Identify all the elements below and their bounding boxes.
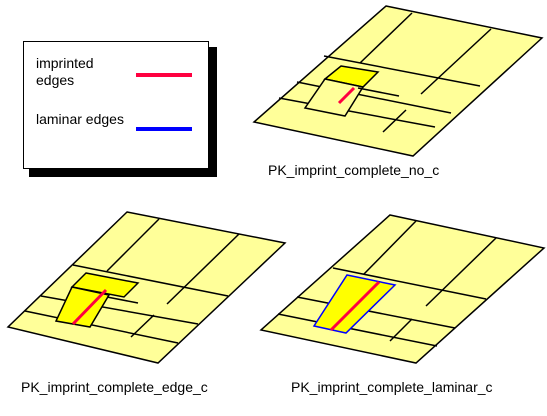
caption-laminar-c: PK_imprint_complete_laminar_c bbox=[291, 379, 493, 395]
caption-edge-c: PK_imprint_complete_edge_c bbox=[21, 379, 208, 395]
plate-laminar-c bbox=[259, 214, 546, 364]
highlight-region bbox=[70, 272, 140, 298]
face-edge bbox=[323, 55, 481, 87]
face-edge bbox=[389, 318, 413, 342]
face-edge bbox=[363, 220, 417, 275]
face-edge bbox=[106, 218, 160, 272]
face-edge bbox=[278, 97, 436, 128]
caption-no-c: PK_imprint_complete_no_c bbox=[268, 162, 440, 178]
face-edge bbox=[130, 314, 155, 338]
highlight-region bbox=[312, 274, 397, 334]
legend: imprinted edges laminar edges bbox=[23, 41, 209, 169]
face-edge bbox=[357, 87, 400, 97]
imprinted-edge bbox=[337, 86, 356, 105]
highlight-region bbox=[303, 78, 365, 117]
legend-swatch-imprinted bbox=[136, 73, 192, 77]
plate-outline bbox=[259, 214, 546, 364]
highlight-region bbox=[54, 286, 111, 328]
imprinted-edge bbox=[329, 280, 381, 332]
imprinted-edge bbox=[71, 288, 108, 326]
face-edge bbox=[24, 310, 179, 344]
legend-label-imprinted: imprinted edges bbox=[36, 55, 94, 88]
plate-outline bbox=[6, 211, 287, 364]
plate-outline bbox=[252, 5, 544, 157]
face-edge bbox=[359, 12, 413, 64]
legend-label-laminar: laminar edges bbox=[36, 111, 124, 127]
face-edge bbox=[425, 237, 497, 307]
plate-edge-c bbox=[6, 211, 287, 364]
legend-swatch-laminar bbox=[136, 127, 192, 131]
face-edge bbox=[72, 264, 229, 297]
face-edge bbox=[277, 313, 438, 347]
face-edge bbox=[296, 296, 456, 329]
plate-no-c bbox=[252, 5, 544, 157]
face-edge bbox=[166, 233, 240, 305]
face-edge bbox=[106, 296, 139, 304]
face-edge bbox=[332, 267, 487, 300]
face-edge bbox=[420, 28, 492, 95]
face-edge bbox=[382, 109, 407, 133]
